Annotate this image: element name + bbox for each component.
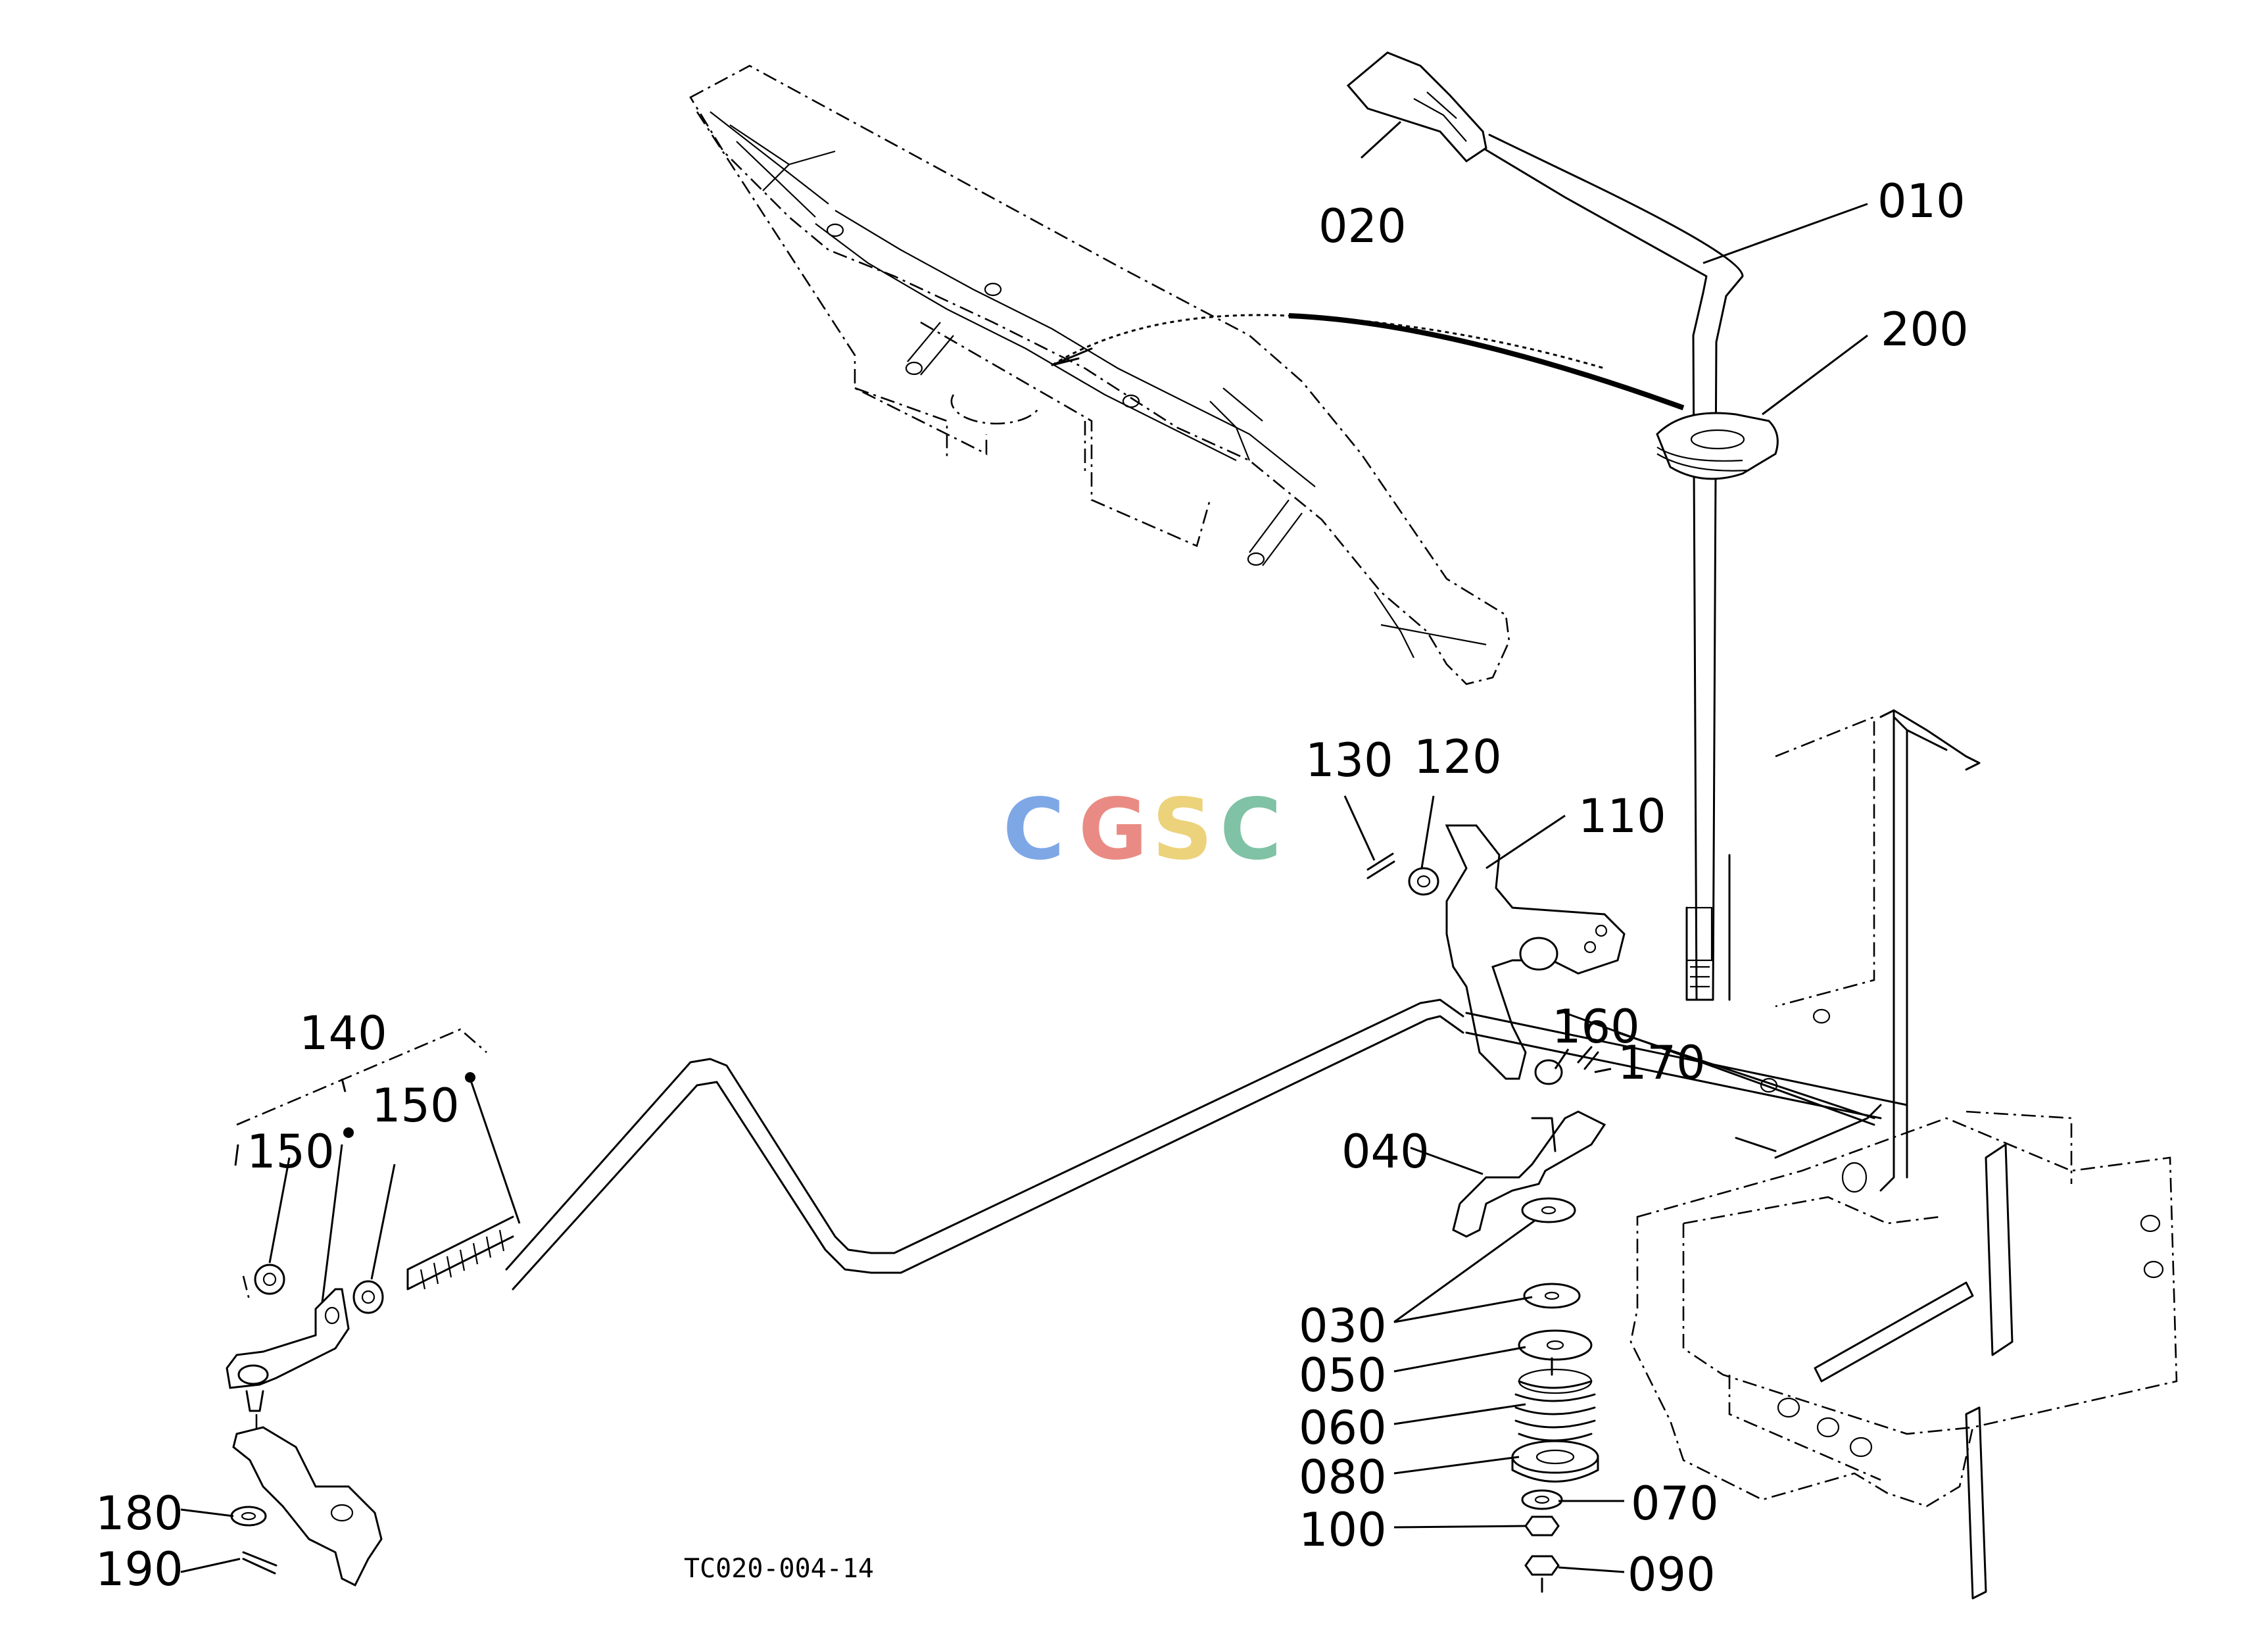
callout-100: 100 [1299,1503,1387,1557]
callout-170: 170 [1618,1036,1706,1090]
callout-150-right: 150 [372,1079,460,1133]
base-plate-outline [1629,1110,2178,1600]
control-cable [1051,313,1685,410]
lever-guide [1656,412,1779,480]
spring-assembly [1452,1110,1606,1593]
callout-080: 080 [1299,1450,1387,1504]
linkage-rod [406,998,1908,1291]
callout-030: 030 [1299,1299,1387,1353]
callout-110: 110 [1578,789,1666,843]
mounting-frame [1564,709,1981,1193]
callout-140: 140 [299,1006,387,1060]
fender-assembly-outline [689,64,1510,685]
callout-020: 020 [1318,199,1407,253]
figure-code: TC020-004-14 [684,1554,874,1584]
callout-070: 070 [1631,1477,1719,1531]
watermark-letter-4: C [1220,781,1282,879]
arm-assembly [1366,824,1626,1085]
watermark-letter-2: G [1078,781,1147,879]
callout-180: 180 [95,1487,183,1540]
callout-130: 130 [1305,733,1393,787]
callout-090: 090 [1628,1548,1716,1602]
callout-050: 050 [1299,1348,1387,1402]
leader-lines [180,120,1868,1573]
callout-060: 060 [1299,1401,1387,1455]
lever-grip [1346,51,1487,162]
callout-200: 200 [1881,303,1969,356]
callout-160: 160 [1552,1000,1640,1054]
callout-190: 190 [95,1542,183,1596]
control-lever [1482,134,1744,1001]
callout-labels: 020 010 200 130 120 110 160 170 040 030 … [95,174,1969,1602]
callout-150-left: 150 [247,1125,335,1179]
watermark-letter-1: C [1003,781,1065,879]
callout-040: 040 [1341,1125,1430,1179]
watermark-letter-3: S [1152,781,1213,879]
callout-120: 120 [1414,730,1502,784]
watermark-logo: C G S C [1003,781,1282,879]
callout-010: 010 [1877,174,1966,228]
rod-end-assembly [226,1264,384,1587]
